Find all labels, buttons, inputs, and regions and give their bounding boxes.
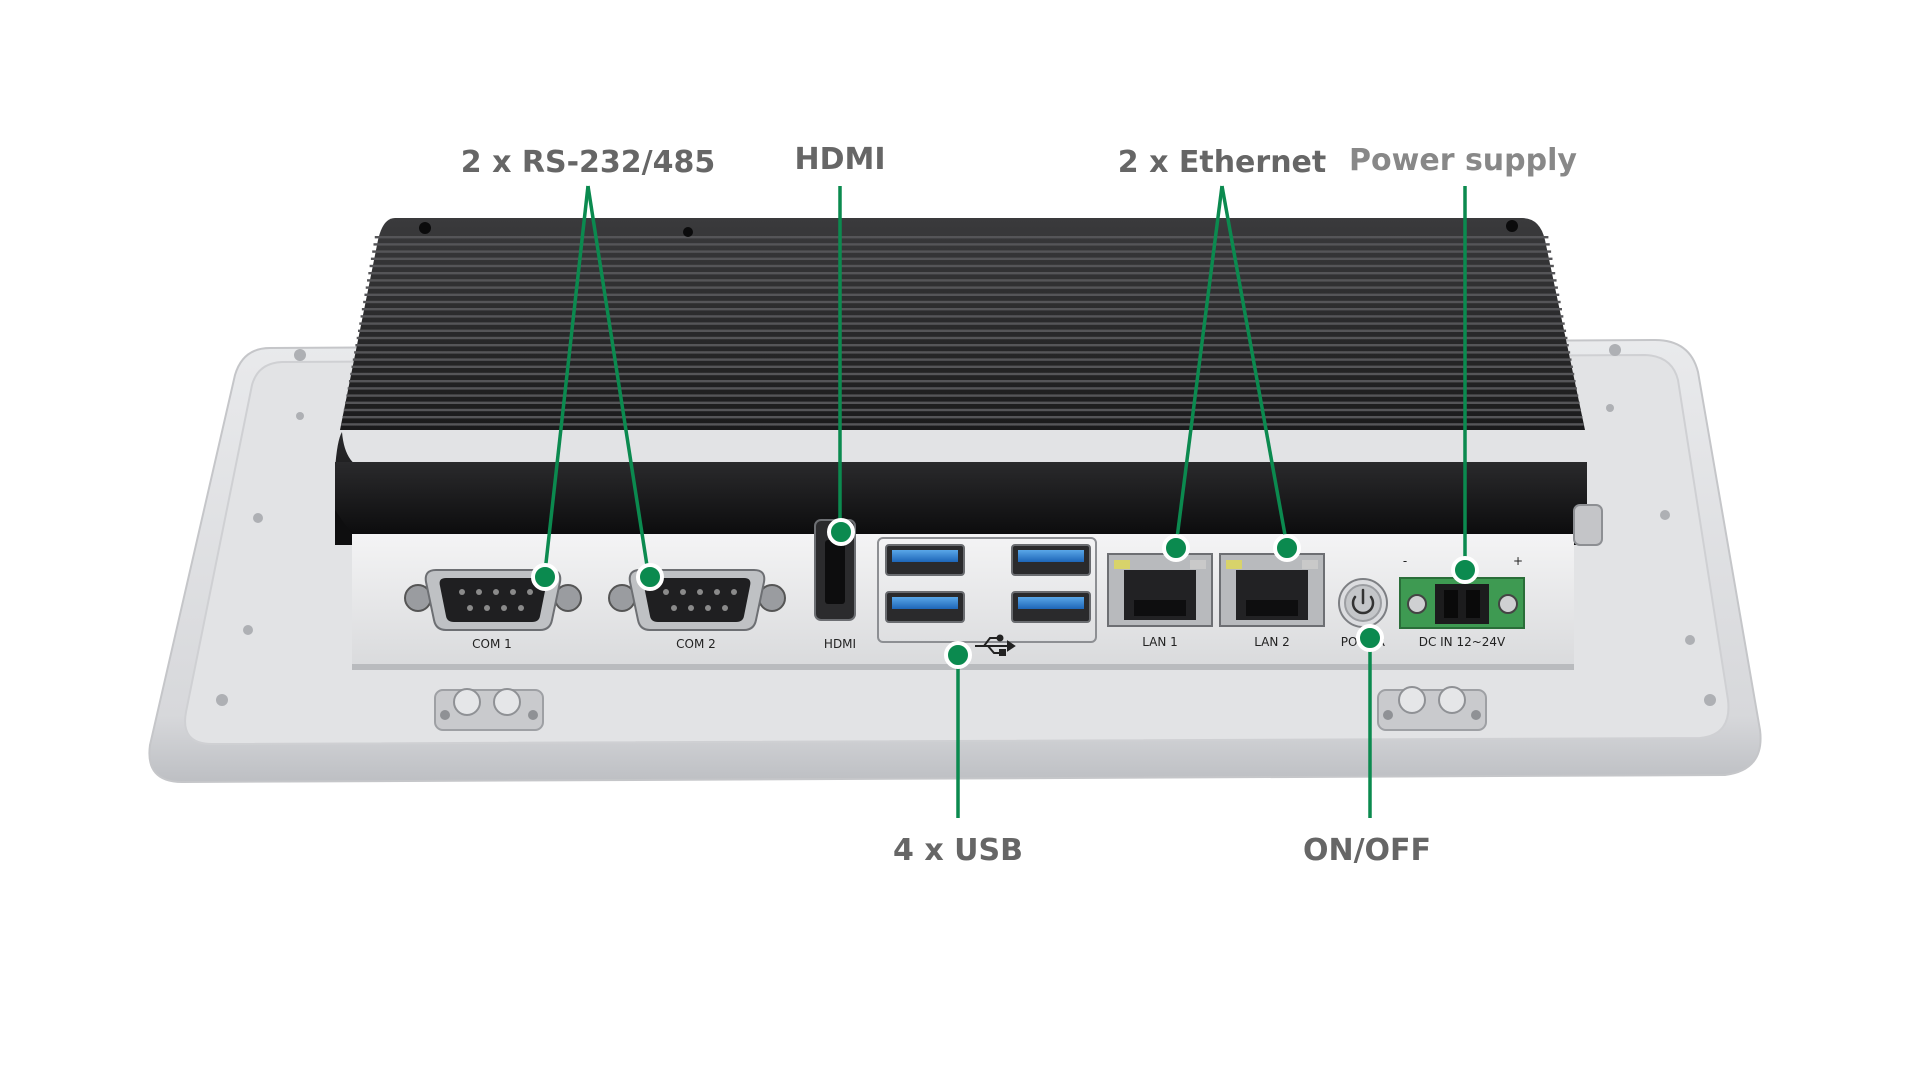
leader-lan1: [1174, 185, 1224, 547]
dot-com2: [636, 563, 664, 591]
heatsink-fin: [346, 394, 1579, 397]
callout-ethernet: 2 x Ethernet: [1117, 145, 1327, 180]
dot-lan1: [1162, 534, 1190, 562]
heatsink-fin: [369, 264, 1554, 268]
heatsink-fin: [354, 351, 1571, 354]
dot-onoff: [1356, 624, 1384, 652]
heatsink-fin: [351, 365, 1573, 368]
heatsink-fin: [347, 387, 1577, 390]
lan1-port: LAN 1: [1107, 553, 1213, 649]
callout-hdmi: HDMI: [794, 142, 886, 177]
heatsink-fin: [348, 380, 1576, 383]
mounting-clamp-right: [1377, 686, 1487, 731]
heatsink-fin: [373, 243, 1550, 246]
heatsink-fin: [359, 322, 1565, 325]
dot-power-supply: [1451, 556, 1479, 584]
power-button: POWER: [1338, 578, 1388, 649]
heatsink-fin: [370, 257, 1553, 260]
mounting-clamp-left: [434, 688, 544, 731]
callout-dots: [531, 518, 1479, 669]
heatsink-fin: [372, 250, 1552, 253]
hdmi-label: HDMI: [824, 637, 856, 651]
dc-minus-label: -: [1403, 554, 1407, 568]
heatsink-fin: [364, 293, 1560, 296]
lan2-label: LAN 2: [1254, 635, 1290, 649]
heatsink-fins: [341, 236, 1584, 426]
callout-onoff: ON/OFF: [1302, 833, 1432, 868]
leader-com2: [586, 185, 650, 573]
callout-power-supply: Power supply: [1349, 143, 1577, 178]
heatsink-fin: [350, 372, 1575, 376]
heatsink-fin: [368, 272, 1556, 275]
heatsink-fin: [342, 416, 1583, 419]
heatsink-fin: [355, 344, 1569, 347]
heatsink-fin: [357, 329, 1567, 332]
usb-ports: [877, 537, 1097, 656]
heatsink-fin: [367, 279, 1557, 282]
dot-com1: [531, 563, 559, 591]
heatsink-fin: [356, 336, 1568, 340]
com1-port: COM 1: [404, 569, 582, 651]
leader-com1: [543, 185, 590, 573]
dot-lan2: [1273, 534, 1301, 562]
heatsink-fin: [360, 315, 1564, 318]
heatsink-fin: [361, 308, 1562, 311]
heatsink-fin: [374, 236, 1549, 239]
heatsink-fin: [352, 358, 1572, 361]
lan2-port: LAN 2: [1219, 553, 1325, 649]
heatsink-fin: [345, 401, 1580, 404]
callout-leaders: [543, 185, 1467, 818]
heatsink-fin: [365, 286, 1558, 289]
heatsink: [340, 218, 1585, 430]
leader-lan2: [1220, 185, 1289, 547]
callout-rs232: 2 x RS-232/485: [460, 145, 716, 180]
dc-in-label: DC IN 12~24V: [1419, 635, 1506, 649]
heatsink-fin: [341, 423, 1584, 426]
heatsink-fin: [363, 300, 1561, 304]
dot-hdmi: [827, 518, 855, 546]
dc-plus-label: +: [1513, 554, 1523, 568]
com2-label: COM 2: [676, 637, 716, 651]
dot-usb: [944, 641, 972, 669]
chassis-cap: [335, 432, 1587, 545]
heatsink-fin: [343, 408, 1581, 412]
com2-port: COM 2: [608, 569, 786, 651]
power-button-icon: [1351, 588, 1375, 615]
usb-icon: [975, 634, 1016, 656]
callout-usb: 4 x USB: [893, 833, 1023, 868]
dc-in-terminal: - + DC IN 12~24V: [1399, 554, 1525, 649]
com1-label: COM 1: [472, 637, 512, 651]
lan1-label: LAN 1: [1142, 635, 1178, 649]
